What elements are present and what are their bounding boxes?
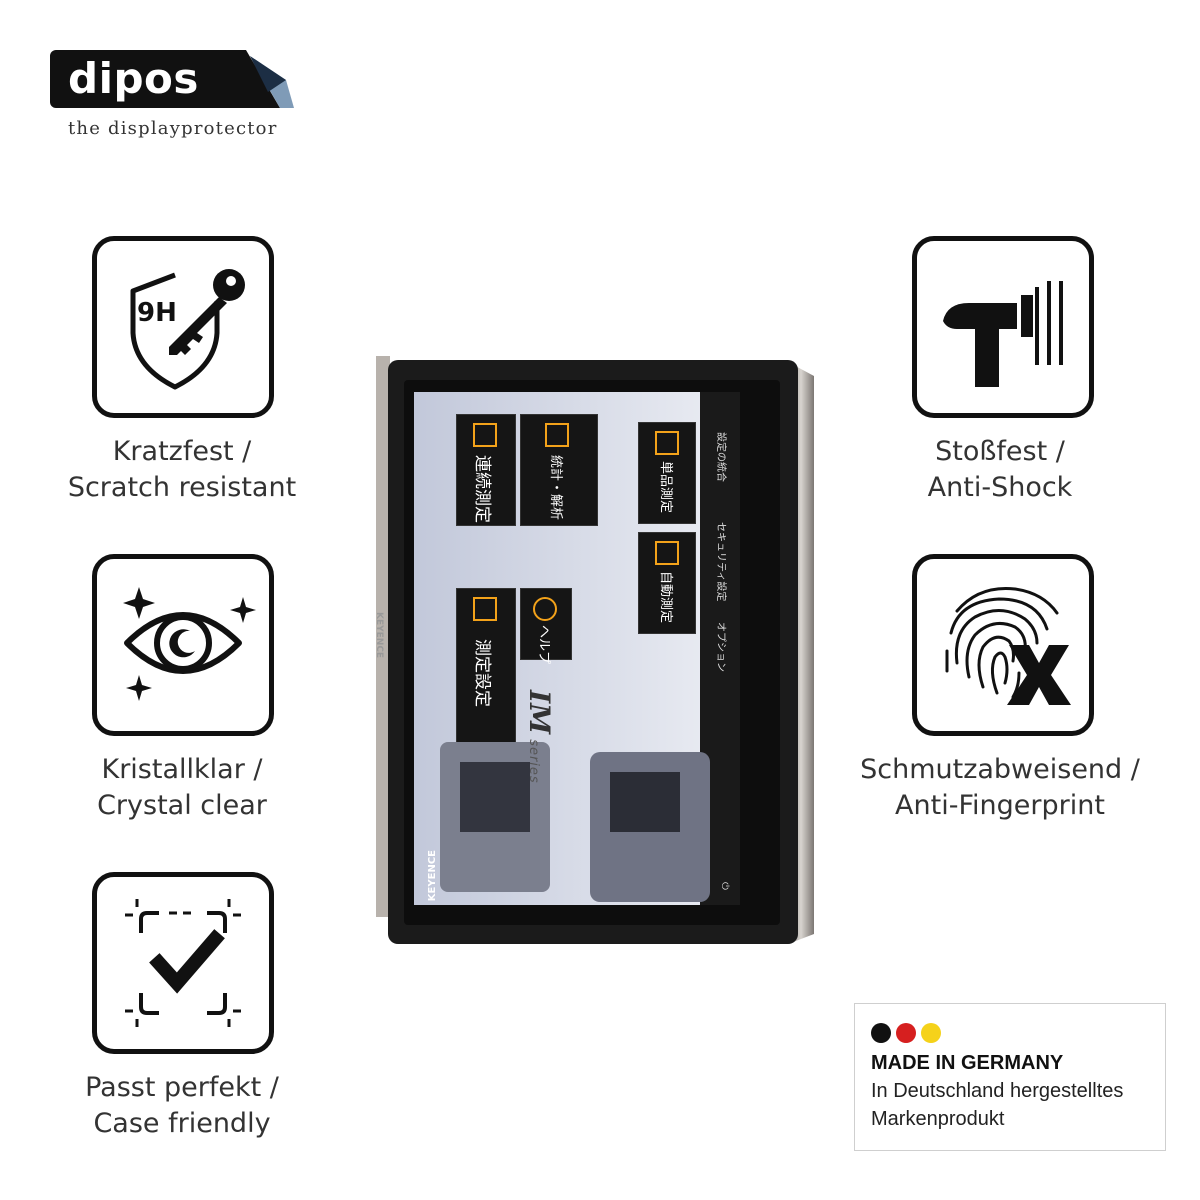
logo-tagline: the displayprotector [68,118,278,139]
anti-shock-caption: Stoßfest / Anti-Shock [820,434,1180,506]
chart-icon [545,423,569,447]
case-friendly-caption: Passt perfekt / Case friendly [2,1070,362,1142]
caption-line-de: Kratzfest / [112,436,252,467]
menu-item-security[interactable]: セキュリティ設定 [715,522,726,602]
made-in-germany-badge: MADE IN GERMANY In Deutschland hergestel… [854,1003,1166,1151]
made-in-germany-line2: Markenprodukt [871,1108,1005,1130]
settings-gear-icon [473,597,497,621]
keyence-im-device: KEYENCE 設定の統合 セキュリティ設定 オプション ⏻ 連続測定 統計・解… [374,352,814,947]
anti-fingerprint-caption: Schmutzabweisend / Anti-Fingerprint [820,752,1180,824]
help-icon [533,597,557,621]
crystal-clear-tile [92,554,274,736]
logo-wordmark: dipos [68,54,199,103]
fingerprint-x-icon [945,586,1071,705]
continuous-measure-icon [473,423,497,447]
caption-line-en: Anti-Shock [927,472,1073,503]
single-measure-icon [655,431,679,455]
caption-line-de: Schmutzabweisend / [860,754,1140,785]
caption-line-en: Anti-Fingerprint [895,790,1105,821]
svg-text:9H: 9H [137,298,177,328]
btn-measure-settings[interactable]: 測定設定 [456,588,516,750]
frame-check-icon [125,899,241,1027]
scratch-resistant-caption: Kratzfest / Scratch resistant [2,434,362,506]
btn-auto-measure[interactable]: 自動測定 [638,532,696,634]
eye-sparkle-icon [123,587,256,701]
caption-line-de: Stoßfest / [935,436,1065,467]
flag-dot-black [871,1023,891,1043]
caption-line-de: Kristallklar / [101,754,263,785]
anti-fingerprint-tile [912,554,1094,736]
menu-item-options[interactable]: オプション [715,622,726,672]
btn-statistics[interactable]: 統計・解析 [520,414,598,526]
dipos-logo: dipos the displayprotector [50,50,295,145]
bezel-brand-label: KEYENCE [374,612,384,659]
logo-badge: dipos [50,50,290,108]
auto-measure-icon [655,541,679,565]
screen-brand-label: KEYENCE [427,850,438,902]
crystal-clear-caption: Kristallklar / Crystal clear [2,752,362,824]
btn-continuous-measure[interactable]: 連続測定 [456,414,516,526]
shield-key-9h-icon: 9H [130,269,245,390]
screen-content: 設定の統合 セキュリティ設定 オプション ⏻ 連続測定 統計・解析 単品測定 測… [414,392,740,905]
scratch-resistant-tile: 9H [92,236,274,418]
caption-line-en: Scratch resistant [67,472,297,503]
instrument-illustration [440,742,710,902]
caption-line-en: Case friendly [93,1108,271,1139]
anti-shock-tile [912,236,1094,418]
menu-item-settings[interactable]: 設定の統合 [715,432,726,482]
flag-dot-gold [921,1023,941,1043]
im-series-mark: IM series [523,690,556,784]
btn-single-measure[interactable]: 単品測定 [638,422,696,524]
flag-dot-red [896,1023,916,1043]
device-screen: 設定の統合 セキュリティ設定 オプション ⏻ 連続測定 統計・解析 単品測定 測… [414,392,740,905]
hammer-impact-icon [943,281,1063,387]
case-friendly-tile [92,872,274,1054]
caption-line-en: Crystal clear [97,790,267,821]
made-in-germany-title: MADE IN GERMANY [871,1052,1064,1074]
caption-line-de: Passt perfekt / [85,1072,279,1103]
made-in-germany-line1: In Deutschland hergestelltes [871,1080,1124,1102]
peel-corner-icon [246,50,294,108]
btn-help[interactable]: ヘルプ [520,588,572,664]
